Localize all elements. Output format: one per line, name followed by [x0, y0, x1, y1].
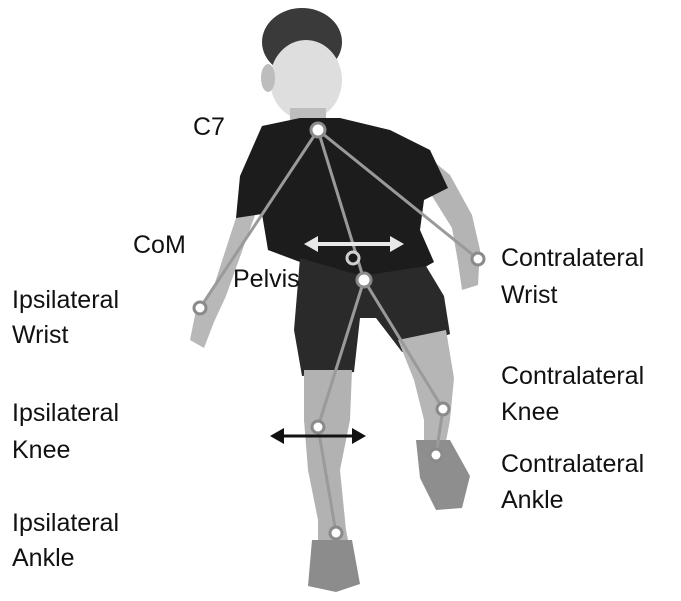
- label-ipsilateral-ankle-line2: Ankle: [12, 543, 75, 573]
- label-contralateral-knee-line2: Knee: [501, 397, 559, 427]
- marker-ipsilateral-knee: [312, 421, 324, 433]
- person-figure: [190, 8, 480, 592]
- label-c7: C7: [193, 112, 225, 142]
- label-pelvis: Pelvis: [233, 264, 300, 294]
- ipsilateral-shoe: [308, 540, 360, 592]
- label-com: CoM: [133, 230, 186, 260]
- marker-c7: [311, 123, 325, 137]
- ear: [261, 64, 275, 92]
- label-ipsilateral-ankle-line1: Ipsilateral: [12, 508, 119, 538]
- marker-contralateral-knee: [437, 403, 449, 415]
- marker-contralateral-ankle: [430, 449, 442, 461]
- label-ipsilateral-knee-line2: Knee: [12, 435, 70, 465]
- label-ipsilateral-wrist-line1: Ipsilateral: [12, 285, 119, 315]
- label-contralateral-ankle-line2: Ankle: [501, 485, 564, 515]
- label-ipsilateral-wrist-line2: Wrist: [12, 320, 68, 350]
- contralateral-shoe: [416, 440, 470, 510]
- shirt: [236, 118, 448, 276]
- marker-ipsilateral-ankle: [330, 527, 342, 539]
- marker-contralateral-wrist: [472, 253, 484, 265]
- label-contralateral-wrist-line1: Contralateral: [501, 243, 644, 273]
- label-contralateral-ankle-line1: Contralateral: [501, 449, 644, 479]
- label-contralateral-knee-line1: Contralateral: [501, 361, 644, 391]
- marker-com: [347, 252, 359, 264]
- label-contralateral-wrist-line2: Wrist: [501, 280, 557, 310]
- label-ipsilateral-knee-line1: Ipsilateral: [12, 398, 119, 428]
- marker-ipsilateral-wrist: [194, 302, 206, 314]
- marker-pelvis: [357, 273, 371, 287]
